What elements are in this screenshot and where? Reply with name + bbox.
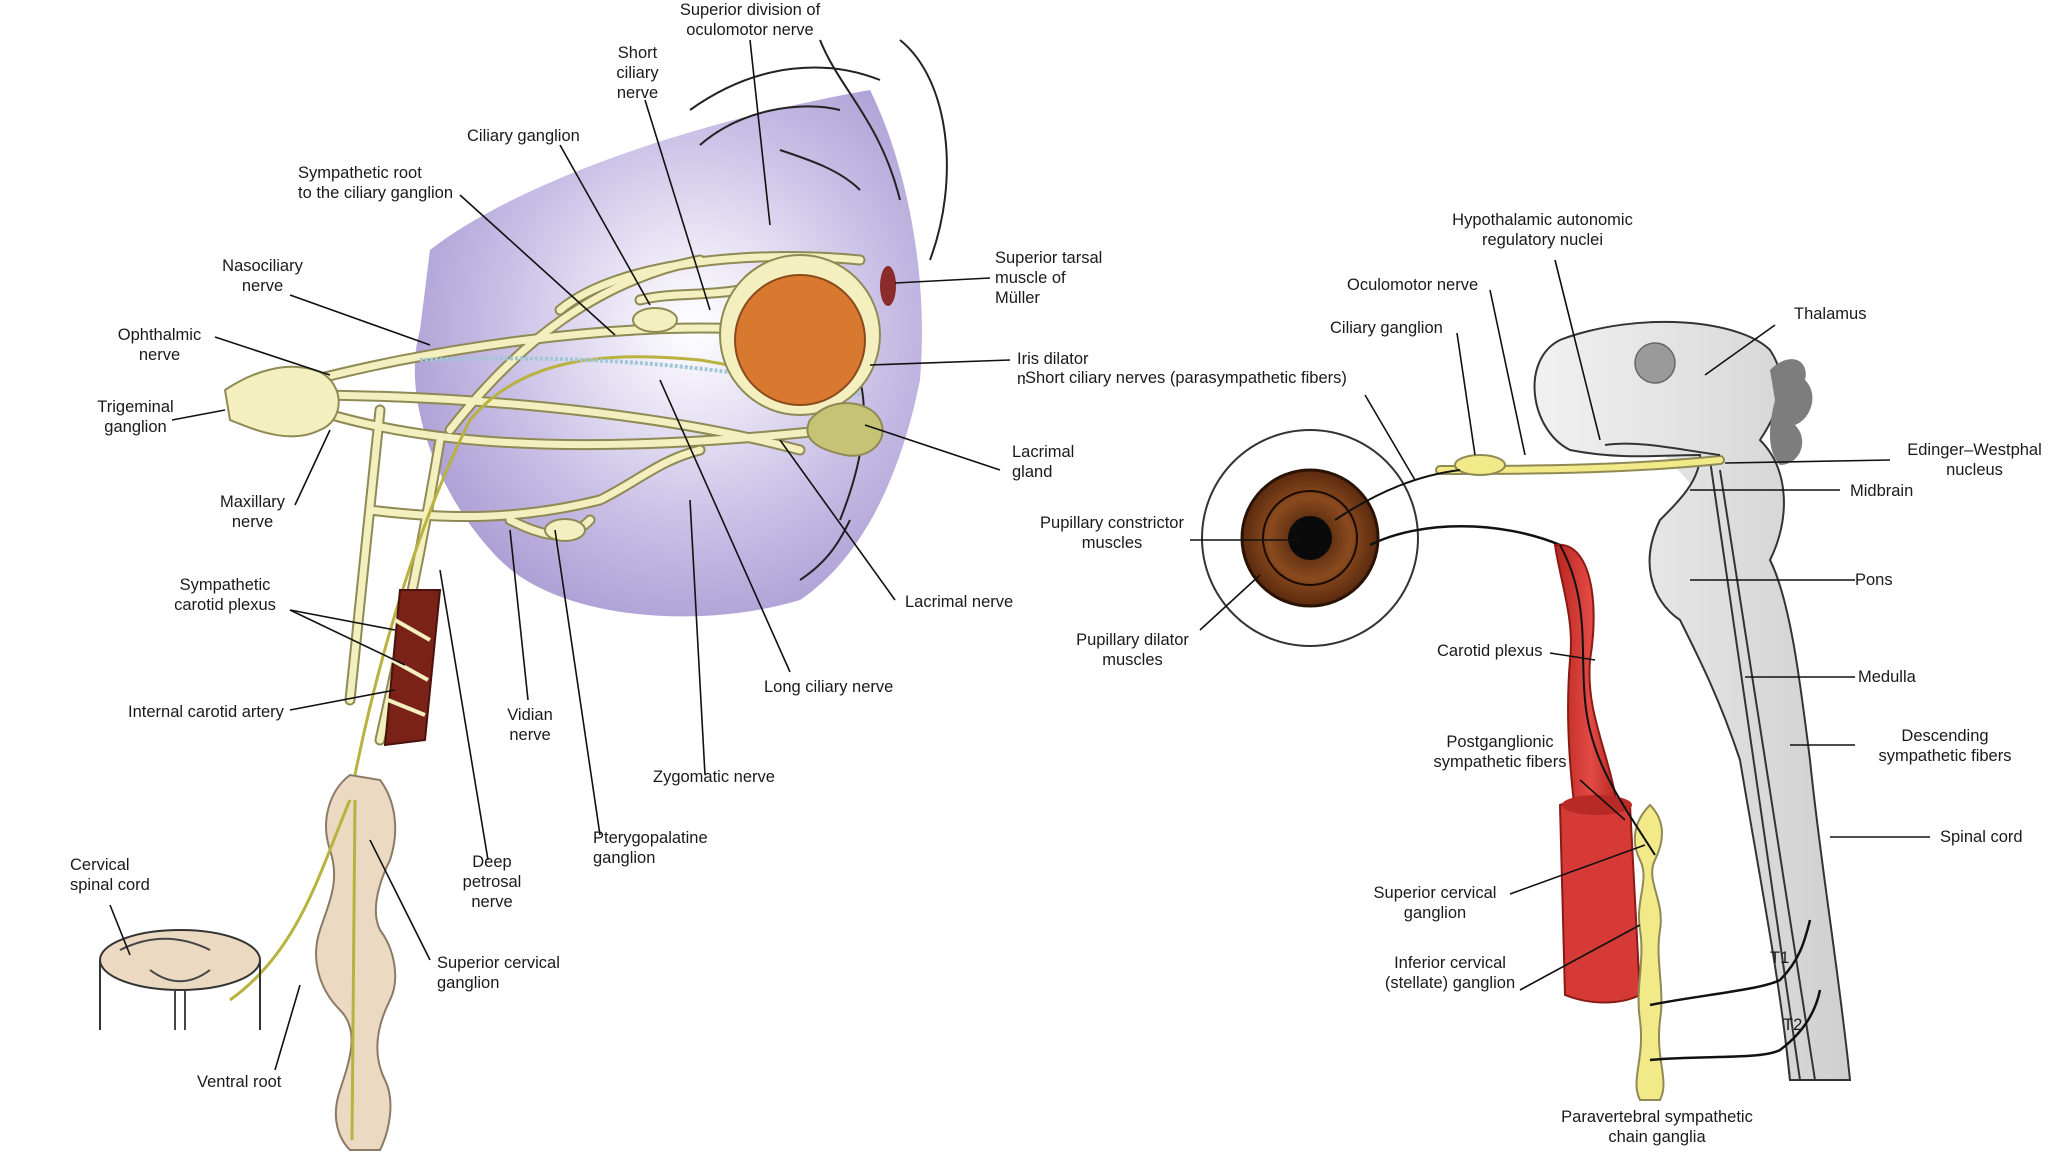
label-short-ciliary-nerve: Short ciliary nerve	[616, 44, 659, 102]
label-edinger-westphal: Edinger–Westphal nucleus	[1907, 441, 2042, 479]
right-leader-lines	[1190, 259, 1930, 991]
label-deep-petrosal-nerve: Deep petrosal nerve	[462, 853, 522, 911]
label-cervical-spinal-cord: Cervical spinal cord	[70, 856, 150, 894]
trigeminal-ganglion-shape	[223, 365, 340, 438]
label-pterygopalatine-ganglion: Pterygopalatine ganglion	[593, 829, 708, 867]
label-long-ciliary-nerve: Long ciliary nerve	[764, 678, 894, 696]
label-nasociliary-nerve: Nasociliary nerve	[222, 257, 303, 295]
label-descending-sympathetic: Descending sympathetic fibers	[1878, 727, 2012, 765]
label-carotid-plexus: Carotid plexus	[1437, 642, 1543, 660]
label-pupillary-dilator: Pupillary dilator muscles	[1076, 631, 1189, 669]
label-sympathetic-root: Sympathetic root to the ciliary ganglion	[298, 164, 454, 202]
label-trigeminal-ganglion: Trigeminal ganglion	[97, 398, 174, 436]
right-pupil	[1288, 516, 1332, 560]
label-ophthalmic-nerve: Ophthalmic nerve	[117, 326, 202, 364]
label-inferior-cervical-ganglion: Inferior cervical (stellate) ganglion	[1384, 954, 1516, 992]
label-hypothalamic-nuclei: Hypothalamic autonomic regulatory nuclei	[1452, 211, 1633, 249]
label-oculomotor-nerve: Oculomotor nerve	[1347, 276, 1479, 294]
label-vidian-nerve: Vidian nerve	[507, 706, 553, 744]
label-superior-cervical-ganglion-right: Superior cervical ganglion	[1373, 884, 1497, 922]
label-t1: T1	[1770, 949, 1790, 967]
label-internal-carotid-artery: Internal carotid artery	[128, 703, 284, 721]
label-superior-cervical-ganglion-left: Superior cervical ganglion	[437, 954, 560, 992]
left-leader-lines	[109, 39, 1011, 1071]
label-short-ciliary-nerves: Short ciliary nerves (parasympathetic fi…	[1025, 368, 1347, 388]
right-panel-diagram	[1201, 320, 1852, 1101]
label-spinal-cord: Spinal cord	[1940, 828, 2023, 846]
label-midbrain: Midbrain	[1850, 482, 1914, 500]
label-sympathetic-carotid-plexus: Sympathetic carotid plexus	[174, 576, 276, 614]
label-lacrimal-gland: Lacrimal gland	[1012, 443, 1075, 481]
label-pupillary-constrictor: Pupillary constrictor muscles	[1040, 514, 1184, 552]
sympathetic-trunk	[315, 773, 397, 1151]
label-superior-division: Superior division of oculomotor nerve	[679, 1, 821, 39]
label-postganglionic-fibers: Postganglionic sympathetic fibers	[1433, 733, 1567, 771]
label-medulla: Medulla	[1858, 668, 1916, 686]
label-lacrimal-nerve: Lacrimal nerve	[905, 593, 1014, 611]
label-thalamus: Thalamus	[1794, 305, 1867, 323]
left-panel-diagram	[99, 39, 948, 1151]
internal-carotid-artery	[383, 589, 442, 747]
paravertebral-chain	[1633, 803, 1665, 1101]
orbit-outline	[779, 39, 948, 261]
label-ventral-root: Ventral root	[197, 1073, 282, 1091]
ciliary-ganglion-shape	[632, 307, 678, 333]
label-superior-tarsal: Superior tarsal muscle of Müller	[995, 249, 1103, 307]
label-paravertebral-chain: Paravertebral sympathetic chain ganglia	[1561, 1108, 1753, 1146]
label-pons: Pons	[1855, 571, 1893, 589]
thalamus-shape	[1634, 342, 1676, 384]
label-maxillary-nerve: Maxillary nerve	[219, 493, 286, 531]
label-zygomatic-nerve: Zygomatic nerve	[653, 768, 775, 786]
lacrimal-gland-shape	[806, 402, 884, 457]
orbit-region	[414, 90, 922, 617]
label-ciliary-ganglion-right: Ciliary ganglion	[1330, 319, 1443, 337]
label-t2: T2	[1783, 1016, 1803, 1034]
label-ciliary-ganglion: Ciliary ganglion	[467, 127, 580, 145]
